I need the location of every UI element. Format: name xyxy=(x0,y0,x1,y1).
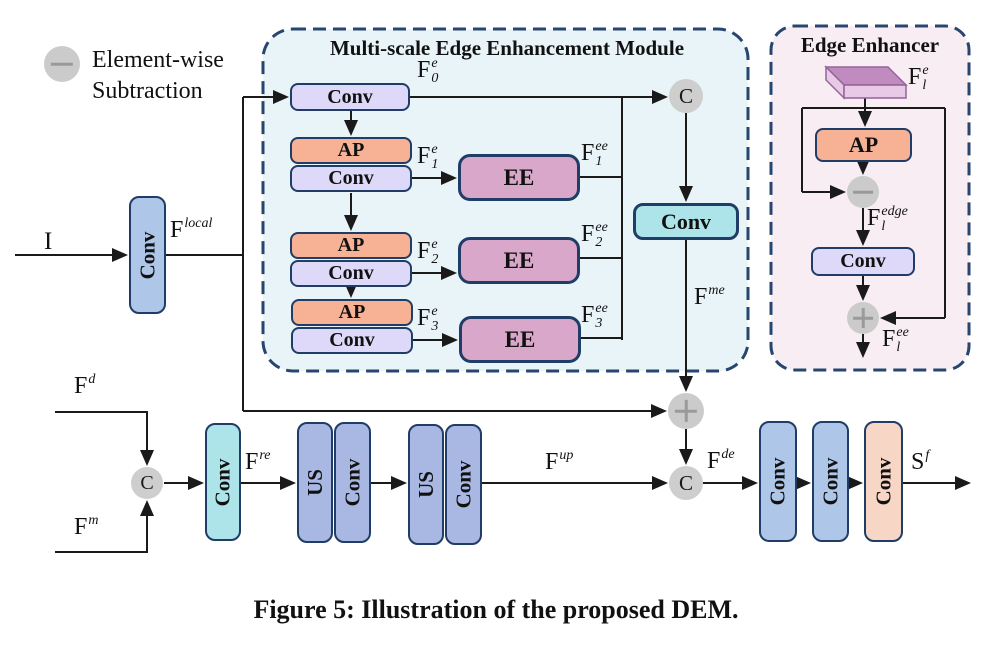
upsample2-conv-block: Conv xyxy=(445,424,482,545)
module-ap3-block: AP xyxy=(291,299,413,326)
legend-line1: Element-wise xyxy=(92,47,224,73)
decoder-conv1-block: Conv xyxy=(759,421,797,542)
output-conv-block: Conv xyxy=(864,421,903,542)
label-input: I xyxy=(44,228,53,255)
edge-enhancer-ee2-block: EE xyxy=(458,237,580,284)
enhancer-connectors xyxy=(801,98,946,358)
module-ap1-block: AP xyxy=(290,137,412,164)
decoder-conv2-block: Conv xyxy=(812,421,849,542)
elementwise-add-node-enhancer xyxy=(847,302,879,334)
concat-node-fd-fm: C xyxy=(131,467,163,499)
upsample1-block: US xyxy=(297,422,333,543)
edge-enhancer-ee3-block: EE xyxy=(459,316,581,363)
legend-text: Element-wise Subtraction xyxy=(92,45,224,107)
module-ap2-block: AP xyxy=(290,232,412,259)
elementwise-subtract-node xyxy=(847,176,879,208)
module-fuse-conv-block: Conv xyxy=(633,203,739,240)
enhancer-title: Edge Enhancer xyxy=(800,33,940,57)
figure-caption: Figure 5: Illustration of the proposed D… xyxy=(253,595,739,624)
concat-node-decoder: C xyxy=(669,466,703,500)
upsample1-conv-block: Conv xyxy=(334,422,371,543)
pipeline-connectors xyxy=(15,97,971,553)
enhancer-ap-block: AP xyxy=(815,128,912,162)
legend-line2: Subtraction xyxy=(92,78,203,104)
concat-node-module: C xyxy=(669,79,703,113)
enhancer-conv-block: Conv xyxy=(811,247,915,276)
module-conv1-block: Conv xyxy=(290,165,412,192)
upsample2-block: US xyxy=(408,424,444,545)
reduce-conv-block: Conv xyxy=(205,423,241,541)
elementwise-add-node-main xyxy=(668,393,704,429)
subtract-icon xyxy=(44,46,80,82)
module-conv2-block: Conv xyxy=(290,260,412,287)
edge-enhancer-ee1-block: EE xyxy=(458,154,580,201)
module-title: Multi-scale Edge Enhancement Module xyxy=(329,36,685,60)
input-conv-block: Conv xyxy=(129,196,166,314)
feature-map-slab xyxy=(824,65,908,100)
module-conv3-block: Conv xyxy=(291,327,413,354)
module-conv0-block: Conv xyxy=(290,83,410,111)
module-connectors xyxy=(243,90,693,392)
